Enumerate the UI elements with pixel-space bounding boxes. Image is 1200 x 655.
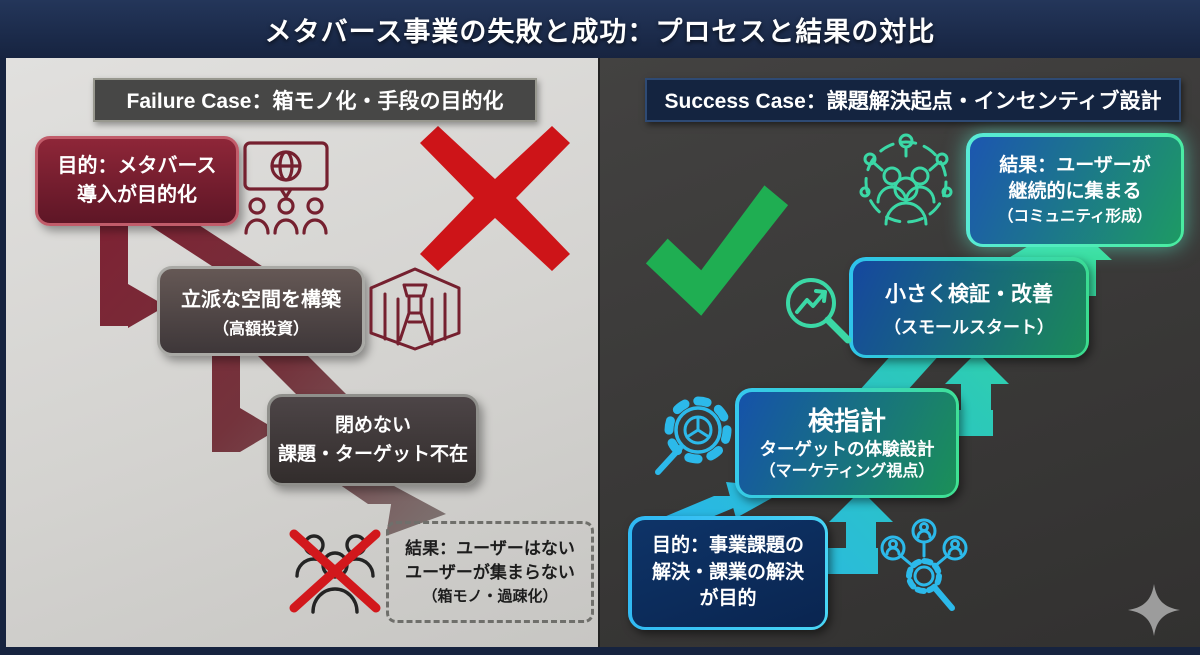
failure-step3-line1: 閉めない [334,414,411,436]
failure-result-box: 結果：ユーザーはない ユーザーが集まらない （箱モノ・過疎化） [386,521,594,623]
success-result-line3: （コミュニティ形成） [997,207,1153,225]
success-step2-line3: （マーケティング視点） [759,463,935,481]
people-search-icon [880,518,968,611]
success-result-line2: 継続的に集まる [1008,181,1142,203]
failure-step1-line2: 導入が目的化 [77,184,197,206]
failure-step2-line1: 立派な空間を構築 [181,289,341,311]
failure-step3-line2: 課題・ターゲット不在 [277,444,468,465]
presentation-globe-icon [243,141,329,235]
sparkle-icon [1128,584,1180,636]
title-bar: メタバース事業の失敗と成功：プロセスと結果の対比 [0,0,1200,58]
red-cross-icon [420,126,570,271]
success-step-verify-box: 小さく検証・改善 （スモールスタート） [849,257,1089,358]
success-result-line1: 結果：ユーザーが [999,155,1151,177]
failure-step-build-box: 立派な空間を構築 （高額投資） [157,266,365,356]
success-step-design-box: 検指計 ターゲットの体験設計 （マーケティング視点） [735,388,959,498]
success-step1-line2: 解決・課業の解決 [651,561,804,583]
failure-result-line1: 結果：ユーザーはない [405,538,575,558]
success-step3-line1: 小さく検証・改善 [885,282,1053,306]
community-network-icon [859,133,953,226]
success-step2-line2: ターゲットの体験設計 [759,439,935,460]
success-step1-line3: が目的 [699,588,757,610]
virtual-space-icon [369,267,461,351]
failure-step2-line2: （高額投資） [212,321,309,338]
failure-step-purpose-box: 目的：メタバース 導入が目的化 [35,136,239,226]
success-step2-line1: 検指計 [807,405,886,436]
gear-magnifier-icon [655,396,732,475]
success-step1-line1: 目的：事業課題の [651,534,804,556]
failure-step-no-target-box: 閉めない 課題・ターゲット不在 [267,394,479,486]
failure-case-header: Failure Case：箱モノ化・手段の目的化 [93,78,537,122]
success-step-purpose-box: 目的：事業課題の 解決・課業の解決 が目的 [628,516,828,630]
crossed-out-people-icon [289,529,381,614]
page-title: メタバース事業の失敗と成功：プロセスと結果の対比 [264,16,936,47]
failure-result-line3: （箱モノ・過疎化） [422,587,558,605]
growth-chart-magnifier-icon [786,278,852,344]
success-case-header: Success Case：課題解決起点・インセンティブ設計 [645,78,1181,122]
green-check-icon [645,185,789,316]
failure-step1-line1: 目的：メタバース [57,155,217,177]
success-step3-line2: （スモールスタート） [884,317,1054,337]
failure-result-line2: ユーザーが集まらない [405,562,575,582]
success-result-box: 結果：ユーザーが 継続的に集まる （コミュニティ形成） [966,133,1184,247]
